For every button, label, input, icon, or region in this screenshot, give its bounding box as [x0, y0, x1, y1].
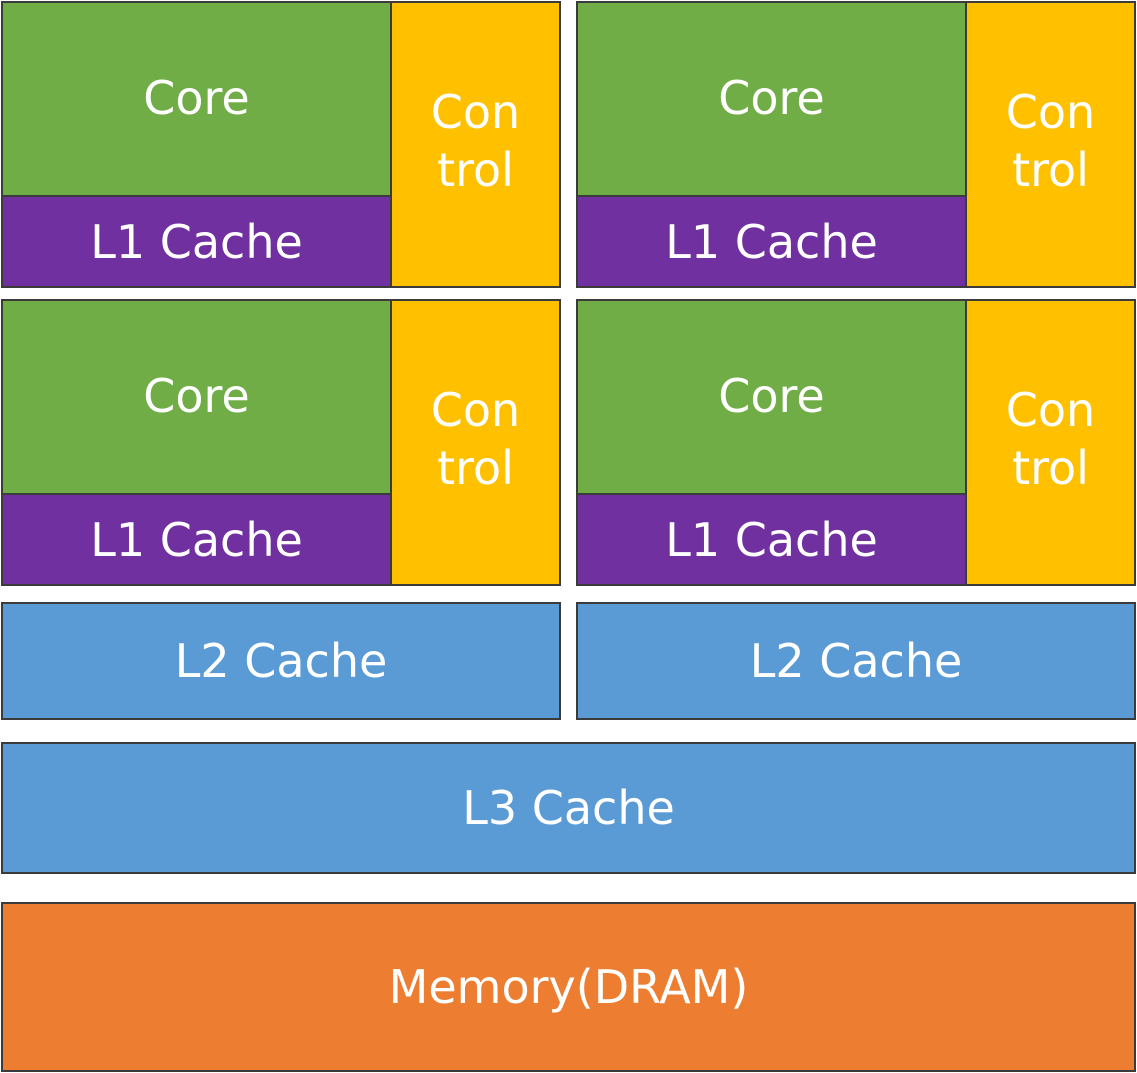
- control-block: Con trol: [965, 1, 1136, 288]
- l1-cache-label: L1 Cache: [90, 512, 303, 567]
- l1-cache-block: L1 Cache: [1, 493, 392, 586]
- control-label-line2: trol: [437, 142, 514, 197]
- core-label: Core: [143, 369, 250, 423]
- l1-cache-label: L1 Cache: [665, 214, 878, 269]
- core-block: Core: [1, 299, 392, 495]
- control-label-line2: trol: [1012, 142, 1089, 197]
- l1-cache-block: L1 Cache: [576, 493, 967, 586]
- l3-cache-label: L3 Cache: [462, 781, 675, 835]
- l2-cache-block: L2 Cache: [1, 602, 561, 720]
- l1-cache-block: L1 Cache: [1, 195, 392, 288]
- l3-cache-block: L3 Cache: [1, 742, 1136, 874]
- control-label-line1: Con: [430, 84, 521, 139]
- control-label-line1: Con: [1005, 84, 1096, 139]
- l1-cache-block: L1 Cache: [576, 195, 967, 288]
- l2-cache-block: L2 Cache: [576, 602, 1136, 720]
- core-label: Core: [718, 369, 825, 423]
- control-block: Con trol: [390, 1, 561, 288]
- l1-cache-label: L1 Cache: [90, 214, 303, 269]
- l2-cache-label: L2 Cache: [174, 634, 388, 688]
- control-label-line1: Con: [1005, 382, 1096, 437]
- control-label-line1: Con: [430, 382, 521, 437]
- l2-cache-label: L2 Cache: [749, 634, 963, 688]
- core-block: Core: [576, 299, 967, 495]
- control-block: Con trol: [965, 299, 1136, 586]
- control-label-line2: trol: [437, 440, 514, 495]
- memory-block: Memory(DRAM): [1, 902, 1136, 1072]
- control-block: Con trol: [390, 299, 561, 586]
- l1-cache-label: L1 Cache: [665, 512, 878, 567]
- core-block: Core: [576, 1, 967, 197]
- control-label-line2: trol: [1012, 440, 1089, 495]
- core-label: Core: [718, 71, 825, 125]
- memory-label: Memory(DRAM): [388, 960, 749, 1014]
- core-label: Core: [143, 71, 250, 125]
- core-block: Core: [1, 1, 392, 197]
